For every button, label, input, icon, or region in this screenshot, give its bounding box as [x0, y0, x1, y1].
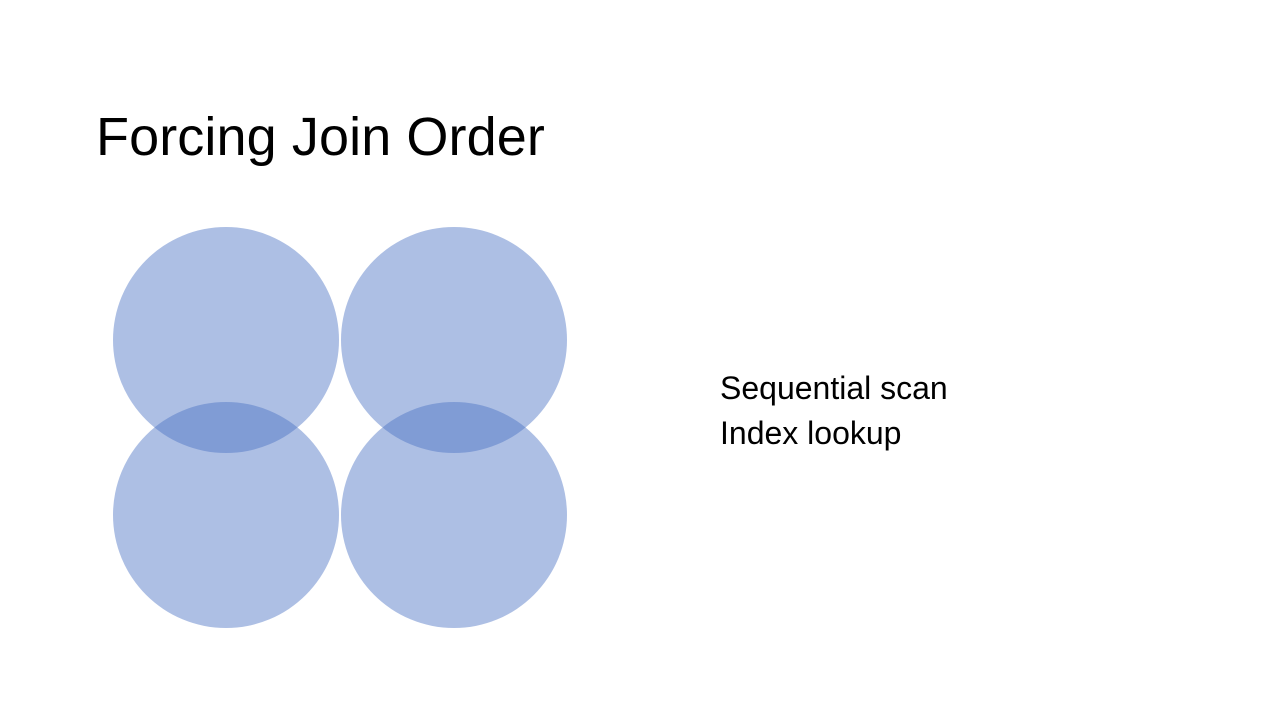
page-title: Forcing Join Order	[96, 107, 545, 168]
four-circle-venn-diagram	[113, 227, 567, 628]
venn-diagram-graphic	[113, 227, 567, 628]
venn-circle-top-right	[341, 227, 567, 453]
venn-circle-top-left	[113, 227, 339, 453]
venn-circle-bottom-right	[341, 402, 567, 628]
body-line-index-lookup: Index lookup	[720, 415, 902, 451]
body-text-block: Sequential scan Index lookup	[720, 366, 1140, 456]
venn-circle-bottom-left	[113, 402, 339, 628]
body-line-sequential-scan: Sequential scan	[720, 370, 948, 406]
